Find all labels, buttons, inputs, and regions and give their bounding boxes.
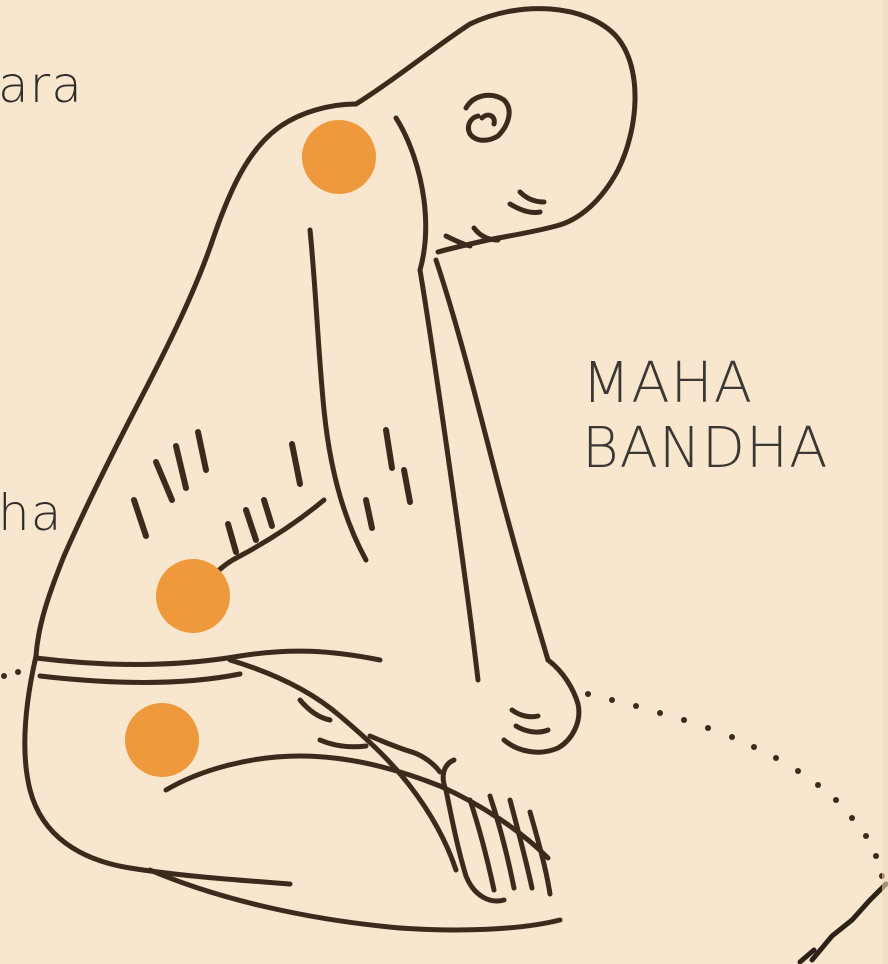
head-outline — [356, 9, 635, 252]
rib-stroke — [264, 500, 272, 526]
ear-outline — [466, 95, 509, 140]
rib-stroke — [176, 446, 186, 488]
crossed-leg-outline — [166, 756, 548, 858]
upper-arm-outline — [310, 230, 366, 560]
right-edge-shade — [882, 0, 888, 964]
side-label-middle: ha — [0, 488, 62, 538]
title-line-2: BANDHA — [582, 417, 882, 482]
forearm-outline-right — [436, 260, 548, 660]
diagram-title: MAHA BANDHA — [582, 352, 882, 482]
front-torso-outline — [396, 118, 426, 270]
forearm-outline-left — [420, 270, 478, 680]
side-label-top: ara — [0, 60, 83, 110]
rib-stroke — [386, 430, 392, 468]
rib-stroke — [366, 500, 372, 528]
waistband-bottom — [40, 674, 240, 683]
rib-stroke — [292, 444, 300, 484]
rib-stroke — [228, 524, 236, 552]
title-line-1: MAHA — [582, 352, 882, 417]
abdominal-lock-point — [156, 559, 230, 633]
right-fingers — [512, 710, 548, 732]
rib-stroke — [404, 470, 410, 502]
chin-detail — [510, 192, 544, 213]
ear-inner — [482, 115, 494, 124]
rib-stroke — [134, 500, 146, 536]
throat-lock-point — [302, 120, 376, 194]
knee-detail — [300, 700, 366, 747]
thumb-outline — [443, 760, 454, 790]
thigh-outline — [230, 660, 456, 870]
right-hand-outline — [504, 660, 579, 752]
waistband-top — [36, 651, 380, 664]
rib-stroke — [246, 510, 256, 540]
rib-stroke — [156, 462, 172, 500]
floor-stroke — [800, 884, 886, 962]
rib-stroke — [198, 432, 206, 470]
root-lock-point — [125, 703, 199, 777]
